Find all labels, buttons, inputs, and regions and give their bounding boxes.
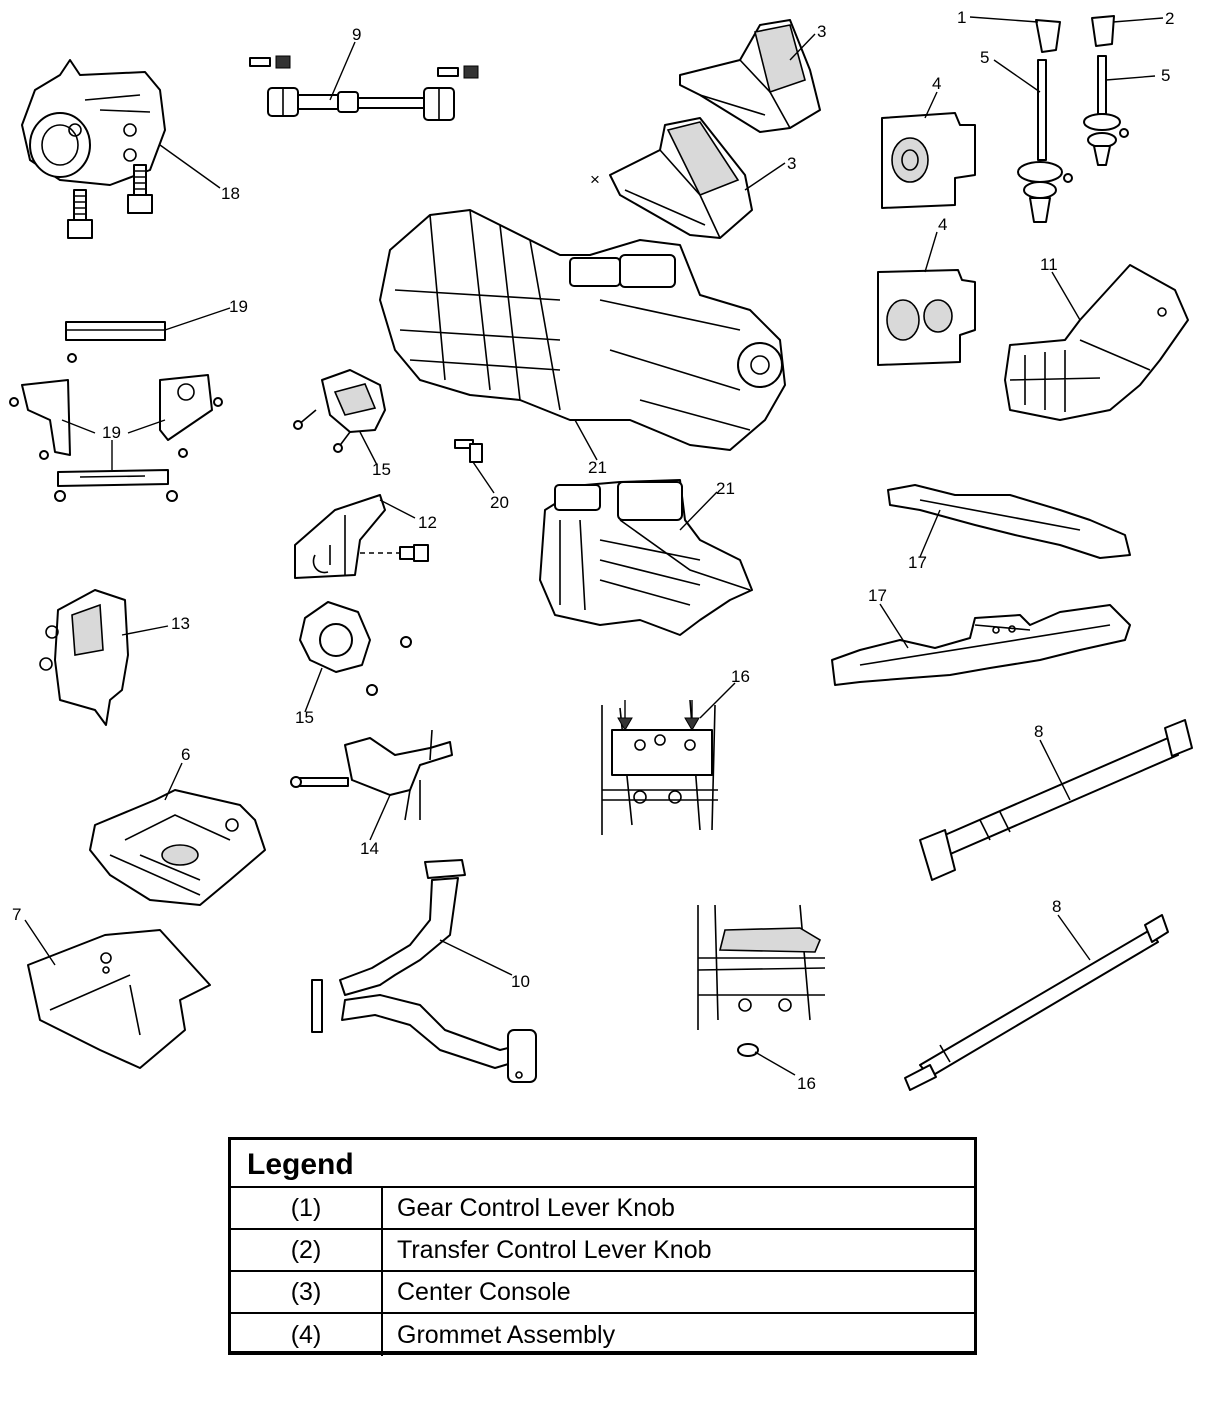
callout-9: 9 (352, 25, 361, 44)
callout-10: 10 (511, 972, 530, 991)
part-20-bolt (454, 439, 483, 463)
leader-lines (24, 16, 1164, 1076)
part-4-grommet-upper (881, 112, 976, 209)
part-16-crossmember-view-a (601, 699, 718, 835)
callout-21b: 21 (716, 479, 735, 498)
legend-table: Legend (1) Gear Control Lever Knob (2) T… (228, 1137, 977, 1356)
callout-13: 13 (171, 614, 190, 633)
callout-5a: 5 (980, 48, 989, 67)
legend-description: Gear Control Lever Knob (397, 1193, 675, 1222)
exploded-parts-diagram: × (9, 8, 1193, 1093)
legend-number: (1) (231, 1188, 383, 1228)
callout-18: 18 (221, 184, 240, 203)
callout-20: 20 (490, 493, 509, 512)
callout-5b: 5 (1161, 66, 1170, 85)
callout-21a: 21 (588, 458, 607, 477)
callout-12: 12 (418, 513, 437, 532)
legend-number: (4) (231, 1314, 383, 1356)
part-21-transmission (379, 209, 786, 451)
callout-6: 6 (181, 745, 190, 764)
callout-4a: 4 (932, 74, 941, 93)
part-9-front-shaft (249, 55, 479, 121)
callout-19b: 19 (102, 423, 121, 442)
callout-11: 11 (1040, 255, 1058, 274)
part-14-slave-cylinder (290, 729, 453, 821)
part-8-shaft-lower (904, 914, 1169, 1091)
legend-row: (4) Grommet Assembly (231, 1314, 974, 1356)
part-3-console-lower: × (590, 117, 753, 239)
part-15-mount-lower (299, 601, 412, 696)
callout-1: 1 (957, 8, 966, 27)
svg-text:×: × (590, 170, 600, 189)
part-3-console-upper (679, 19, 821, 133)
callout-3b: 3 (787, 154, 796, 173)
legend-description: Center Console (397, 1277, 571, 1306)
part-21-transfer-case (539, 479, 753, 636)
legend-row: (3) Center Console (231, 1272, 974, 1314)
callout-14: 14 (360, 839, 379, 858)
callout-15a: 15 (372, 460, 391, 479)
legend-description: Transfer Control Lever Knob (397, 1235, 712, 1264)
part-16-crossmember-view-b (697, 904, 826, 1057)
callout-19a: 19 (229, 297, 248, 316)
part-11-heat-shield (1004, 264, 1189, 421)
callout-8b: 8 (1052, 897, 1061, 916)
legend-description: Grommet Assembly (397, 1320, 616, 1349)
part-5-gear-lever (1017, 19, 1073, 223)
part-18-adapter (21, 59, 166, 239)
part-8-shaft-upper (919, 719, 1193, 881)
part-13-bracket (39, 589, 129, 726)
callout-17b: 17 (868, 586, 887, 605)
legend-row: (2) Transfer Control Lever Knob (231, 1230, 974, 1272)
part-5-transfer-lever (1083, 15, 1129, 166)
callout-15b: 15 (295, 708, 314, 727)
part-6-skid-plate (89, 789, 266, 906)
callout-labels: 1 2 3 3 4 4 5 5 6 7 8 8 9 10 11 12 13 14… (12, 8, 1174, 1093)
callout-8a: 8 (1034, 722, 1043, 741)
part-4-grommet-lower (877, 269, 976, 366)
legend-number: (2) (231, 1230, 383, 1270)
callout-3a: 3 (817, 22, 826, 41)
part-19-brackets (9, 321, 223, 502)
callout-17a: 17 (908, 553, 927, 572)
legend-row: (1) Gear Control Lever Knob (231, 1188, 974, 1230)
callout-16b: 16 (797, 1074, 816, 1093)
callout-4b: 4 (938, 215, 947, 234)
part-12-bracket (294, 494, 429, 579)
callout-2: 2 (1165, 9, 1174, 28)
legend-title: Legend (231, 1140, 974, 1188)
part-15-mount-upper (293, 369, 386, 453)
part-7-heat-shield (27, 929, 211, 1069)
callout-16a: 16 (731, 667, 750, 686)
legend-number: (3) (231, 1272, 383, 1312)
part-10-exhaust-pipe (311, 859, 537, 1083)
part-17-crossmember-lower (831, 604, 1131, 686)
callout-7: 7 (12, 905, 21, 924)
